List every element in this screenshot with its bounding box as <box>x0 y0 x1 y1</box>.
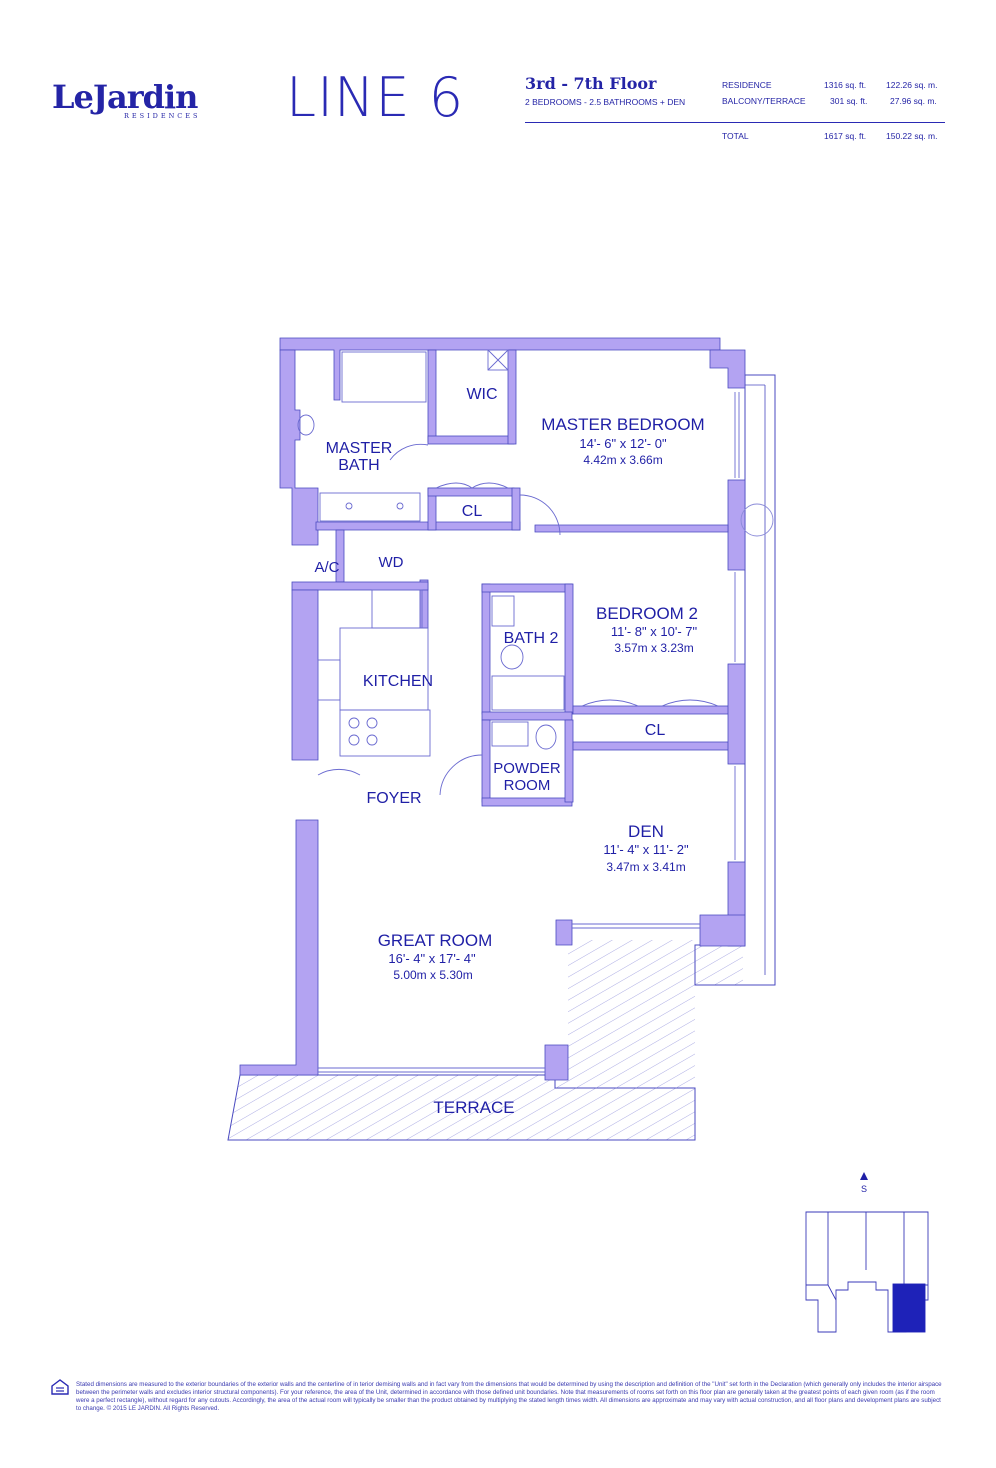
powder-line1: POWDER <box>493 760 561 777</box>
brand-sub: RESIDENCES <box>124 112 201 120</box>
header-divider <box>525 122 945 123</box>
fixtures <box>297 349 774 1073</box>
line-title: LINE 6 <box>286 66 465 129</box>
master-bath-line1: MASTER <box>326 440 393 457</box>
kitchen-label: KITCHEN <box>363 673 433 690</box>
bedroom2-metric: 3.57m x 3.23m <box>614 641 693 655</box>
bedroom2-imperial: 11'- 8" x 10'- 7" <box>611 624 698 639</box>
area-label-balcony: BALCONY/TERRACE <box>722 96 806 106</box>
master-bedroom-imperial: 14'- 6" x 12'- 0" <box>579 436 667 451</box>
foyer-label: FOYER <box>366 790 421 807</box>
wic-label: WIC <box>466 386 497 403</box>
closet-master-label: CL <box>462 503 483 520</box>
den-metric: 3.47m x 3.41m <box>606 860 685 874</box>
key-plan-unit <box>892 1283 926 1333</box>
area-label-residence: RESIDENCE <box>722 80 772 90</box>
bath2-label: BATH 2 <box>504 630 559 647</box>
north-arrow-icon <box>860 1172 868 1180</box>
great-room-name: GREAT ROOM <box>378 931 493 950</box>
area-sqft-total: 1617 sq. ft. <box>824 131 867 141</box>
bedroom2-name: BEDROOM 2 <box>596 604 698 623</box>
master-bedroom-name: MASTER BEDROOM <box>541 415 704 434</box>
master-bath-line2: BATH <box>338 457 379 474</box>
wd-label: WD <box>379 554 404 571</box>
equal-housing-icon <box>51 1379 69 1395</box>
key-plan <box>805 1211 929 1333</box>
den-imperial: 11'- 4" x 11'- 2" <box>603 842 689 857</box>
terrace-hatch <box>227 374 776 1141</box>
walls <box>239 337 746 1081</box>
closet-bed2-label: CL <box>645 722 666 739</box>
compass: S <box>860 1172 868 1194</box>
area-sqm-balcony: 27.96 sq. m. <box>890 96 937 106</box>
den-name: DEN <box>628 822 664 841</box>
floor-range: 3rd - 7th Floor <box>525 74 657 93</box>
great-room-imperial: 16'- 4" x 17'- 4" <box>388 951 476 966</box>
ac-label: A/C <box>314 559 339 576</box>
compass-label: S <box>861 1184 867 1194</box>
brand-logo: LeJardin RESIDENCES <box>52 80 200 120</box>
disclaimer: Stated dimensions are measured to the ex… <box>76 1381 942 1412</box>
area-sqm-residence: 122.26 sq. m. <box>886 80 938 90</box>
unit-type: 2 BEDROOMS - 2.5 BATHROOMS + DEN <box>525 97 686 107</box>
great-room-metric: 5.00m x 5.30m <box>393 968 472 982</box>
area-sqm-total: 150.22 sq. m. <box>886 131 938 141</box>
master-bedroom-metric: 4.42m x 3.66m <box>583 453 662 467</box>
area-label-total: TOTAL <box>722 131 749 141</box>
terrace-label: TERRACE <box>433 1098 514 1117</box>
brand-name: LeJardin <box>52 78 198 116</box>
area-sqft-balcony: 301 sq. ft. <box>830 96 868 106</box>
powder-line2: ROOM <box>504 777 551 794</box>
area-sqft-residence: 1316 sq. ft. <box>824 80 867 90</box>
